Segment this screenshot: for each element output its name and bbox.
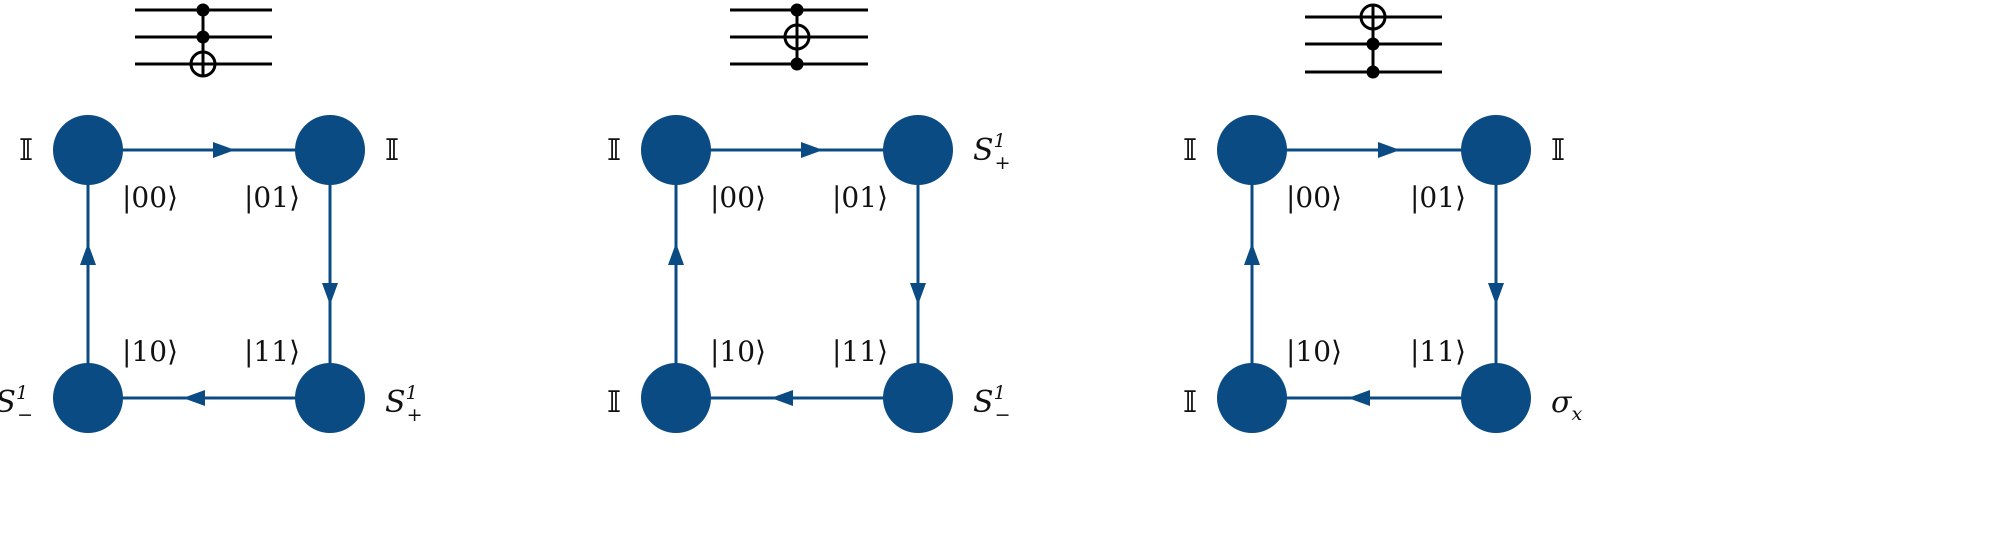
ket-label: |00⟩ [122, 181, 178, 214]
operator-label: S1+ [385, 382, 423, 426]
cnot-target-icon [783, 23, 811, 51]
node-circle [53, 115, 123, 185]
arrow-up-icon [668, 243, 684, 265]
operator-label: 𝕀 [385, 133, 399, 168]
state-node-br: |11⟩ σx [1410, 335, 1582, 433]
ket-label: |00⟩ [1286, 181, 1342, 214]
ket-label: |10⟩ [710, 335, 766, 368]
operator-label: 𝕀 [1183, 385, 1197, 420]
node-circle [53, 363, 123, 433]
control-dot [1366, 65, 1380, 79]
arrow-down-icon [910, 283, 926, 305]
cnot-target-icon [1359, 3, 1387, 31]
arrow-left-icon [183, 390, 205, 406]
cnot-target-icon [189, 50, 217, 78]
ket-label: |01⟩ [832, 181, 888, 214]
node-circle [641, 363, 711, 433]
state-graph-edges [668, 142, 926, 406]
control-dot [1366, 37, 1380, 51]
state-node-bl: |10⟩ S1− [0, 335, 178, 433]
node-circle [883, 115, 953, 185]
state-node-tl: |00⟩ 𝕀 [19, 115, 178, 214]
state-node-br: |11⟩ S1+ [244, 335, 423, 433]
state-node-tr: |01⟩ 𝕀 [244, 115, 399, 214]
circuit-gate [1305, 3, 1442, 79]
arrow-right-icon [213, 142, 235, 158]
ket-label: |11⟩ [244, 335, 300, 368]
control-dot [790, 3, 804, 17]
ket-label: |11⟩ [832, 335, 888, 368]
node-circle [295, 115, 365, 185]
panel-1: |00⟩ 𝕀 |01⟩ 𝕀 |10⟩ S1− |11⟩ S1+ [0, 3, 423, 433]
ket-label: |01⟩ [244, 181, 300, 214]
node-circle [883, 363, 953, 433]
ket-label: |10⟩ [1286, 335, 1342, 368]
operator-label: σx [1551, 385, 1582, 425]
arrow-down-icon [1488, 283, 1504, 305]
operator-label: 𝕀 [19, 133, 33, 168]
arrow-right-icon [1378, 142, 1400, 158]
state-node-tl: |00⟩ 𝕀 [607, 115, 766, 214]
state-graph-edges [1244, 142, 1504, 406]
ket-label: |11⟩ [1410, 335, 1466, 368]
node-circle [1217, 363, 1287, 433]
panel-2: |00⟩ 𝕀 |01⟩ S1+ |10⟩ 𝕀 |11⟩ S1− [607, 3, 1011, 433]
ket-label: |01⟩ [1410, 181, 1466, 214]
state-node-bl: |10⟩ 𝕀 [1183, 335, 1342, 433]
operator-label: 𝕀 [1551, 133, 1565, 168]
state-graph-edges [80, 142, 338, 406]
state-node-br: |11⟩ S1− [832, 335, 1011, 433]
operator-label: 𝕀 [1183, 133, 1197, 168]
state-node-tr: |01⟩ 𝕀 [1410, 115, 1565, 214]
operator-label: 𝕀 [607, 385, 621, 420]
state-node-tl: |00⟩ 𝕀 [1183, 115, 1342, 214]
ket-label: |00⟩ [710, 181, 766, 214]
node-circle [641, 115, 711, 185]
node-circle [1461, 363, 1531, 433]
arrow-up-icon [80, 243, 96, 265]
arrow-down-icon [322, 283, 338, 305]
state-node-bl: |10⟩ 𝕀 [607, 335, 766, 433]
operator-label: 𝕀 [607, 133, 621, 168]
arrow-left-icon [771, 390, 793, 406]
operator-label: S1+ [973, 130, 1011, 174]
operator-label: S1− [973, 382, 1011, 426]
arrow-up-icon [1244, 243, 1260, 265]
control-dot [196, 3, 210, 17]
ket-label: |10⟩ [122, 335, 178, 368]
arrow-left-icon [1348, 390, 1370, 406]
state-node-tr: |01⟩ S1+ [832, 115, 1011, 214]
node-circle [1217, 115, 1287, 185]
control-dot [790, 57, 804, 71]
circuit-gate [135, 3, 272, 78]
node-circle [1461, 115, 1531, 185]
operator-label: S1− [0, 382, 33, 426]
arrow-right-icon [801, 142, 823, 158]
panel-3: |00⟩ 𝕀 |01⟩ 𝕀 |10⟩ 𝕀 |11⟩ σx [1183, 3, 1582, 433]
circuit-gate [730, 3, 868, 71]
control-dot [196, 30, 210, 44]
node-circle [295, 363, 365, 433]
